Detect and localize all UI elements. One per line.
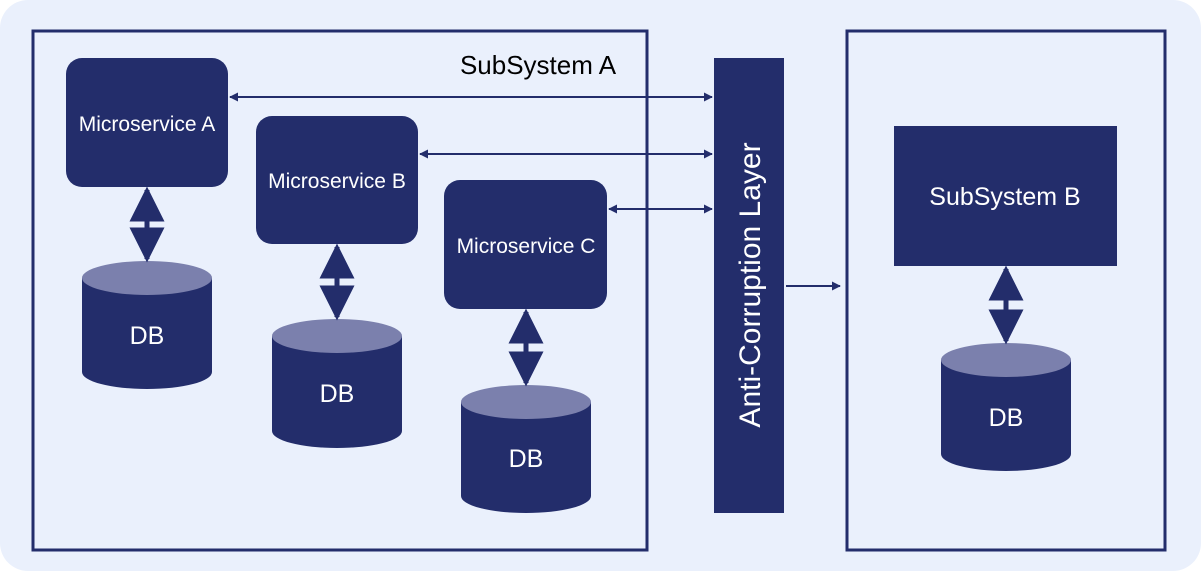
anti-corruption-layer-label: Anti-Corruption Layer: [734, 142, 767, 427]
database-subsystem-b-cylinder: [941, 343, 1071, 471]
microservice-c-label: Microservice C: [457, 235, 596, 258]
database-b-label: DB: [320, 380, 355, 408]
database-subsystem-b-label: DB: [989, 404, 1024, 432]
microservice-b-label: Microservice B: [268, 170, 406, 193]
database-c-label: DB: [509, 445, 544, 473]
database-c-cylinder: [461, 385, 591, 513]
database-b-cylinder: [272, 319, 402, 448]
subsystem-a-frame: [31, 29, 649, 552]
microservice-c-box: [444, 180, 607, 309]
subsystem-b-box: [894, 126, 1117, 266]
microservice-b-box: [256, 116, 418, 244]
subsystem-b-label: SubSystem B: [929, 183, 1080, 211]
database-a-label: DB: [130, 322, 165, 350]
database-a-cylinder: [82, 261, 212, 389]
anti-corruption-layer-box: [714, 58, 784, 513]
subsystem-a-label: SubSystem A: [460, 50, 617, 80]
microservice-a-box: [66, 58, 228, 187]
subsystem-b-frame: [845, 29, 1167, 552]
microservice-a-label: Microservice A: [79, 113, 216, 136]
